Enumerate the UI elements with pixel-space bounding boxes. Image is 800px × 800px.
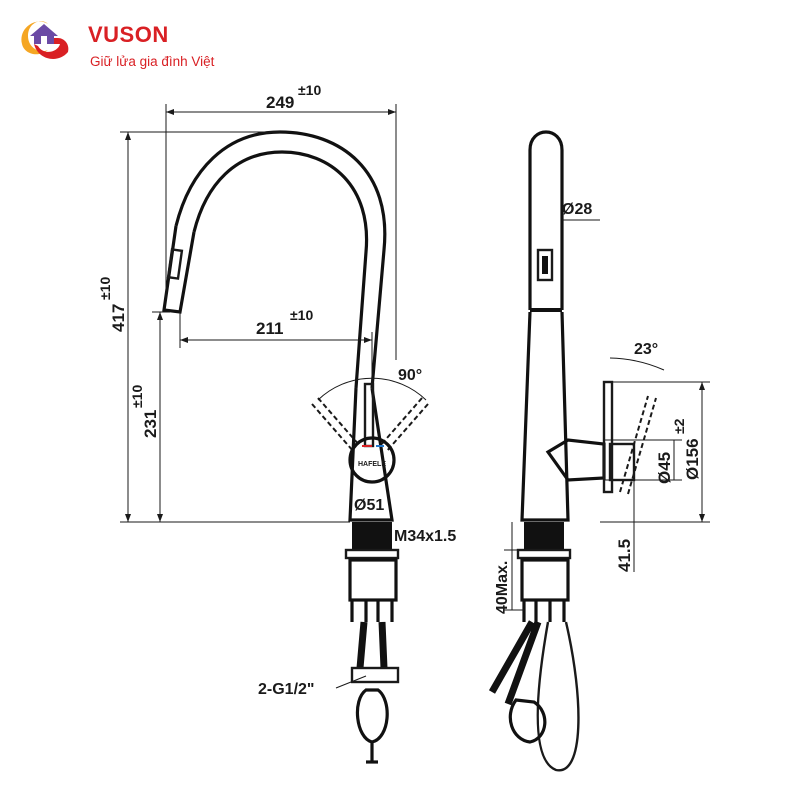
vuson-logo-icon — [21, 21, 69, 59]
front-view: HAFELE — [162, 130, 429, 764]
dim-211-tolerance: ±10 — [290, 307, 313, 323]
dim-lever-height: Ø156 — [683, 438, 702, 480]
dim-hose-connection: 2-G1/2" — [258, 681, 315, 698]
side-handle — [545, 438, 606, 482]
front-shank — [352, 522, 392, 550]
hafele-badge: HAFELE — [358, 461, 386, 468]
dim-lever-height-tolerance: ±2 — [671, 418, 687, 434]
front-mount-nut — [348, 558, 398, 602]
dim-231-value: 231 — [141, 410, 160, 438]
dim-211-value: 211 — [256, 319, 283, 338]
dim-thread: M34x1.5 — [394, 528, 456, 545]
side-body — [520, 311, 570, 522]
front-handle-hub — [348, 436, 396, 484]
dim-base-dia: Ø51 — [354, 497, 384, 514]
side-sprayer-button — [536, 248, 554, 282]
dim-417-value: 417 — [109, 304, 128, 332]
dim-counter-max: 40Max. — [494, 561, 511, 614]
front-body — [348, 387, 394, 522]
dim-lever-offset: 41.5 — [615, 539, 634, 572]
front-spout-inner — [192, 150, 369, 389]
dim-spout-dia: Ø28 — [562, 201, 592, 218]
brand-logo: VUSON Giữ lửa gia đình Việt — [14, 14, 254, 74]
side-mount-nut — [520, 558, 570, 602]
dim-249-value: 249 — [266, 93, 294, 112]
side-lever — [602, 380, 614, 494]
dim-249-tolerance: ±10 — [298, 82, 321, 98]
dim-lever-dia: Ø45 — [655, 452, 674, 484]
brand-name: VUSON — [88, 22, 169, 47]
side-dimensions: Ø28 23° Ø156 ±2 Ø45 41.5 40Max. — [494, 201, 710, 614]
brand-tagline: Giữ lửa gia đình Việt — [90, 54, 215, 69]
side-view — [488, 130, 665, 772]
dim-417-tolerance: ±10 — [97, 277, 113, 300]
front-hose-weight — [355, 688, 389, 744]
dim-angle-90: 90° — [398, 367, 422, 384]
side-shank — [524, 522, 564, 550]
front-spout-outer — [174, 130, 387, 389]
dim-231-tolerance: ±10 — [129, 385, 145, 408]
side-spout — [528, 130, 564, 310]
front-lever-extremes — [311, 397, 429, 453]
front-dimensions: 249 ±10 417 ±10 231 ±10 211 ±10 90° Ø51 … — [97, 82, 456, 698]
side-hose-weight — [508, 698, 547, 744]
dim-angle-23: 23° — [634, 341, 658, 358]
